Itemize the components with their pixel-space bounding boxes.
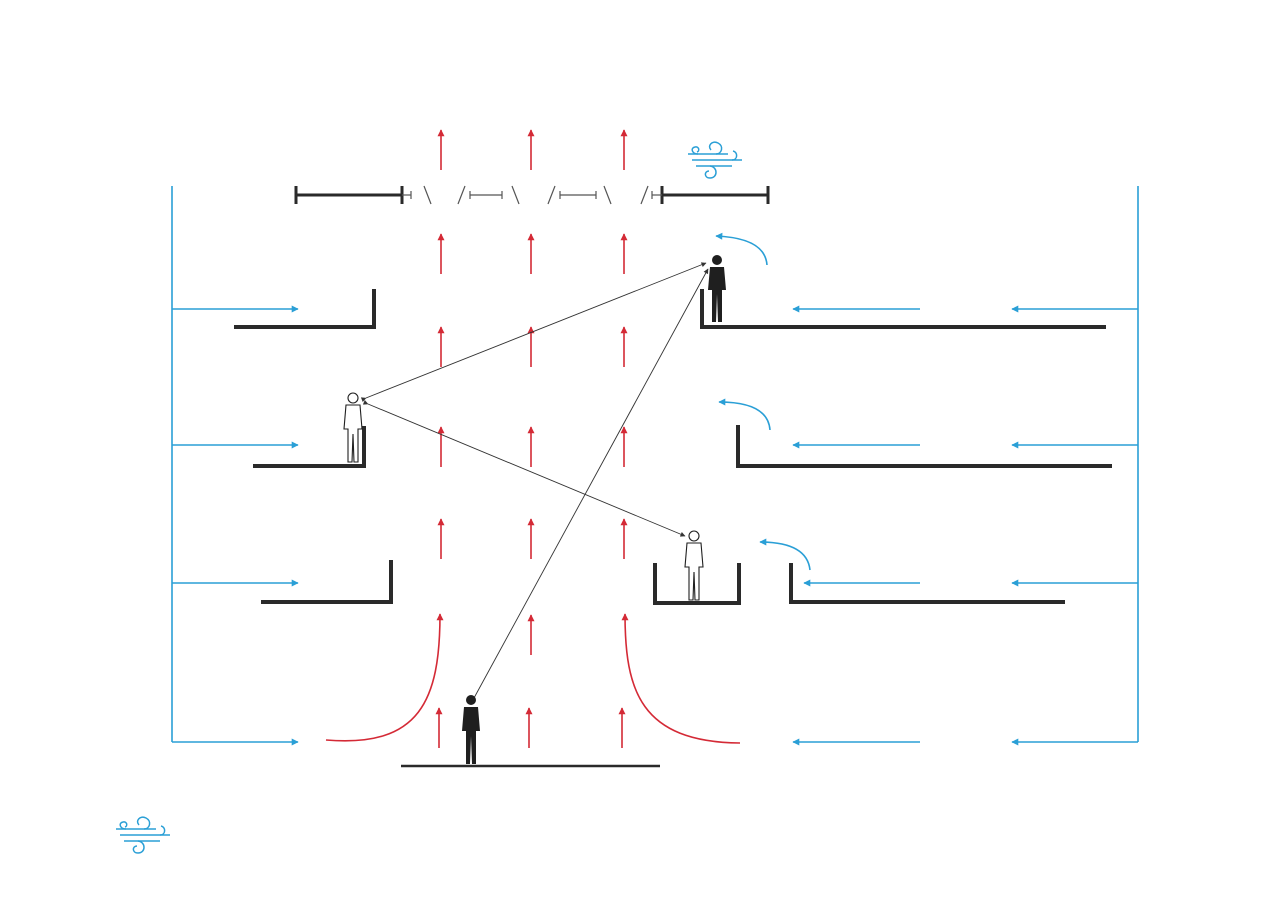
right-wind-arrows <box>792 305 1138 746</box>
person-figure-ground <box>462 695 480 764</box>
rising-air-arrows <box>325 129 741 748</box>
person-figure-upper-right <box>708 255 726 322</box>
wind-icon <box>116 816 170 854</box>
left-wind-arrows <box>172 305 299 746</box>
person-figure-middle-left <box>343 392 363 463</box>
wind-frame <box>171 186 1139 742</box>
sight-lines <box>360 262 709 704</box>
wind-icon <box>688 141 742 179</box>
floor-slabs <box>234 289 1112 768</box>
roof <box>294 185 770 205</box>
person-figure-lower-center <box>684 530 704 601</box>
curved-wind-arrows <box>715 232 811 571</box>
